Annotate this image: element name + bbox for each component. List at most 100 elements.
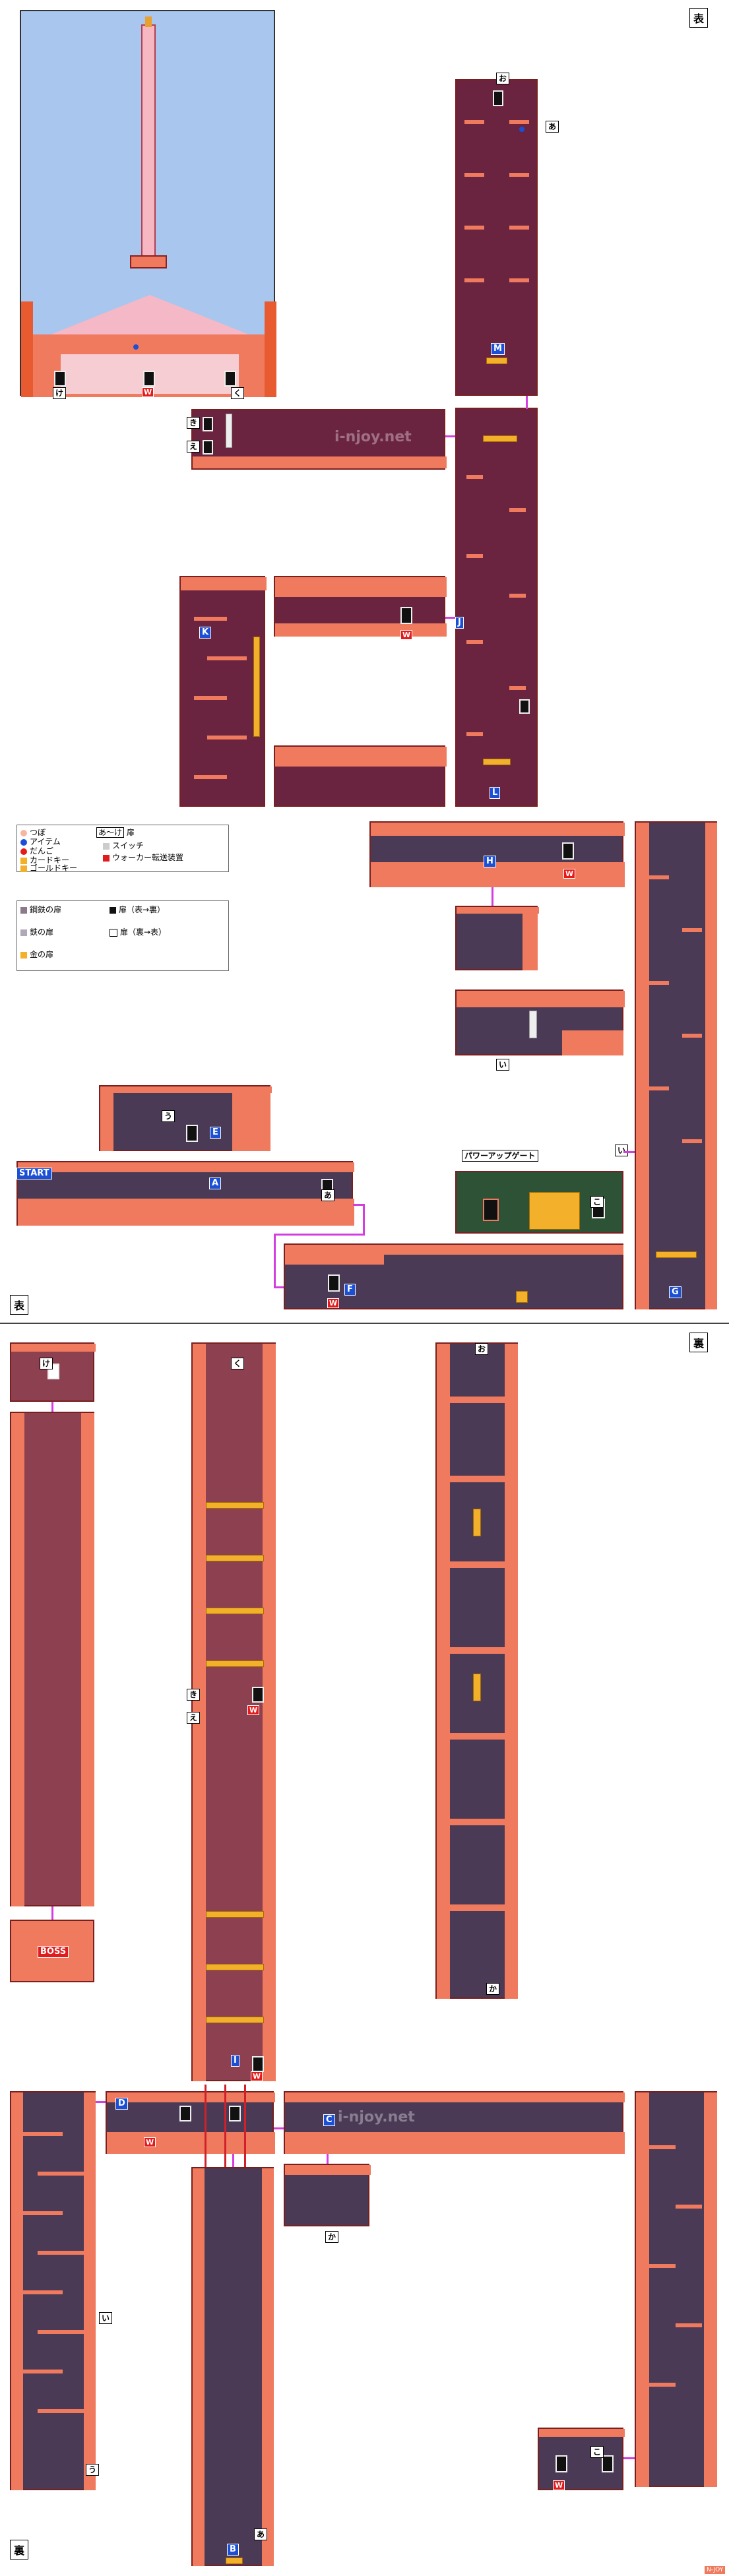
walker-icon: W	[142, 387, 154, 397]
marker-i: I	[231, 2055, 239, 2067]
walker-icon-8: W	[553, 2480, 565, 2490]
tower-left-pillar	[21, 301, 33, 397]
legend-tsubo: つぼ	[30, 828, 46, 837]
tower-door-right[interactable]	[224, 371, 236, 387]
room-ko-back	[538, 2428, 625, 2490]
marker-a-back: あ	[254, 2529, 268, 2540]
marker-ka-back: か	[325, 2231, 339, 2243]
marker-m: M	[491, 343, 505, 355]
marker-ke: け	[53, 387, 67, 399]
marker-e-front: え	[187, 441, 201, 453]
legend-item: アイテム	[30, 837, 61, 846]
walker-icon-4: W	[327, 1298, 340, 1308]
room-small-c	[284, 2164, 371, 2226]
legend-items: つぼ アイテム だんご カードキー ゴールドキー あ～け 扉 スイッチ ウォーカ…	[16, 825, 229, 873]
boss-label: BOSS	[38, 1946, 69, 1958]
marker-ka: か	[486, 1983, 500, 1995]
walker-icon-3: W	[563, 869, 576, 879]
tower-balcony	[130, 255, 167, 268]
marker-o-back: お	[475, 1343, 489, 1355]
section-label-back-bottom: 裏	[10, 2540, 29, 2560]
marker-i-back: い	[99, 2312, 113, 2324]
legend-walker: ウォーカー転送装置	[112, 853, 184, 862]
marker-e-back: え	[187, 1712, 201, 1724]
watermark: i-njoy.net	[334, 429, 412, 445]
marker-l: L	[490, 787, 501, 799]
tower-exterior	[20, 10, 276, 397]
marker-g: G	[669, 1286, 681, 1298]
walker-icon-7: W	[144, 2137, 156, 2147]
marker-d: D	[115, 2098, 128, 2110]
room-c-back: i-njoy.net	[284, 2091, 625, 2154]
room-start-a	[16, 1161, 354, 1226]
tower-tip	[145, 16, 152, 27]
marker-c: C	[323, 2114, 335, 2126]
legend-dango: だんご	[30, 846, 54, 856]
marker-a: A	[209, 1178, 222, 1189]
marker-ku: く	[231, 387, 245, 399]
walker-icon-2: W	[400, 630, 413, 640]
tower-door-left[interactable]	[54, 371, 66, 387]
room-boss-entry	[10, 1342, 96, 1402]
marker-b: B	[227, 2544, 239, 2556]
start-label: START	[16, 1168, 52, 1179]
room-empty-front	[274, 745, 447, 807]
legend-range: あ～け	[96, 827, 125, 838]
room-h	[369, 821, 625, 887]
marker-u-front: う	[162, 1110, 175, 1122]
tower-spire	[141, 24, 156, 268]
room-shaft-o-back	[435, 1342, 518, 1999]
marker-ke-back: け	[40, 1358, 53, 1369]
tower-door-center[interactable]	[143, 371, 155, 387]
room-shaft-j	[455, 408, 538, 807]
marker-i-front: い	[496, 1059, 510, 1071]
legend-door: 扉	[126, 828, 135, 837]
room-corridor-n: i-njoy.net	[191, 409, 447, 470]
marker-j: J	[455, 617, 464, 629]
marker-f: F	[344, 1284, 356, 1296]
section-label-front: 表	[689, 8, 709, 28]
marker-a-top: あ	[546, 121, 559, 133]
room-boss-shaft	[10, 1412, 94, 1906]
room-boss: BOSS	[10, 1920, 94, 1982]
marker-e: E	[210, 1127, 221, 1139]
room-e	[99, 1085, 272, 1151]
room-f	[284, 1243, 623, 1309]
legend-door-back-front: 扉（裏→表）	[120, 927, 167, 937]
walker-icon-5: W	[247, 1705, 260, 1715]
marker-ki-back: き	[187, 1689, 201, 1701]
legend-door-front-back: 扉（表→裏）	[119, 905, 166, 914]
legend-iron-door: 鉄の扉	[30, 927, 54, 937]
room-pipe	[455, 990, 625, 1055]
room-shaft-g	[635, 821, 717, 1309]
room-k	[179, 576, 267, 807]
marker-k: K	[199, 627, 212, 639]
room-d	[106, 2091, 275, 2154]
room-small-h	[455, 906, 539, 970]
room-shaft-right-back	[635, 2091, 717, 2487]
marker-ko-back: こ	[590, 2446, 604, 2458]
marker-ki: き	[187, 417, 201, 429]
powerup-gate-label: パワーアップゲート	[462, 1150, 538, 1162]
shaft-m-door[interactable]	[493, 90, 503, 106]
credit-label: N-JOY	[705, 2566, 726, 2574]
room-shaft-d-back	[10, 2091, 96, 2490]
marker-u-back: う	[86, 2464, 100, 2476]
legend-card-key: カードキー	[30, 856, 70, 865]
marker-a-start: あ	[321, 1189, 335, 1201]
watermark-back: i-njoy.net	[338, 2109, 415, 2125]
marker-ko: こ	[590, 1196, 604, 1208]
legend-doors: 鋼鉄の扉 鉄の扉 金の扉 扉（表→裏） 扉（裏→表）	[16, 900, 229, 971]
marker-h: H	[484, 856, 496, 867]
legend-steel-door: 鋼鉄の扉	[30, 905, 62, 914]
marker-ku-back: く	[231, 1358, 245, 1369]
legend-switch: スイッチ	[112, 841, 144, 850]
marker-i-g: い	[615, 1145, 629, 1156]
room-shaft-c	[191, 1342, 276, 2081]
room-shaft-b	[191, 2167, 274, 2566]
legend-gold-door: 金の扉	[30, 950, 54, 959]
section-label-back: 裏	[689, 1333, 709, 1352]
section-divider	[0, 1323, 729, 1324]
marker-o: お	[496, 73, 510, 84]
walker-icon-6: W	[251, 2071, 263, 2081]
